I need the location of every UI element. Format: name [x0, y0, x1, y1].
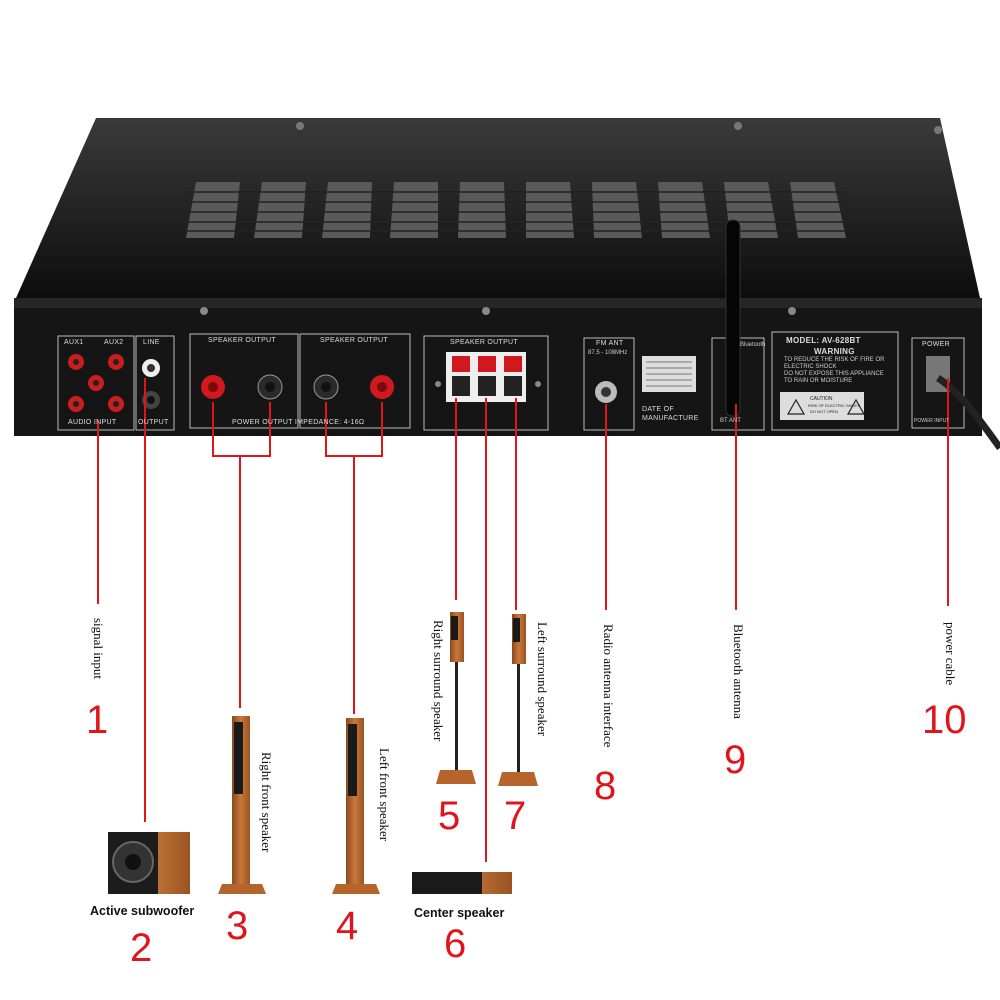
caution-line-3: DO NOT OPEN [810, 409, 838, 414]
date-of-manufacture-line-1: DATE OF [642, 406, 674, 413]
left-front-speaker-illustration [332, 718, 380, 894]
warning-text-line-3: DO NOT EXPOSE THIS APPLIANCE [784, 371, 884, 377]
callout-number-2: 2 [130, 926, 153, 970]
right-surround-speaker-caption: Right surround speaker [431, 620, 446, 742]
right-surround-speaker-illustration [436, 612, 476, 784]
callout-number-8: 8 [594, 764, 617, 808]
right-front-speaker-caption: Right front speaker [259, 752, 274, 853]
speaker-output-label-3: SPEAKER OUTPUT [450, 339, 518, 346]
subwoofer-illustration [108, 832, 190, 894]
callout-number-5: 5 [438, 794, 461, 838]
warning-text-line-2: ELECTRIC SHOCK [784, 364, 837, 370]
callout-number-9: 9 [724, 738, 747, 782]
callout-number-1: 1 [86, 698, 109, 742]
active-subwoofer-caption: Active subwoofer [90, 904, 195, 918]
callout-number-7: 7 [504, 794, 527, 838]
bluetooth-antenna-caption: Bluetooth antenna [731, 624, 746, 719]
fm-range-label: 87.5 - 108MHz [588, 350, 628, 356]
power-cable-caption: power cable [943, 622, 958, 686]
speaker-output-label-1: SPEAKER OUTPUT [208, 337, 276, 344]
line-label: LINE [143, 339, 160, 346]
warning-text-line-4: TO RAIN OR MOISTURE [784, 378, 853, 384]
impedance-label: POWER OUTPUT IMPEDANCE: 4-16Ω [232, 419, 365, 426]
rca-input-jacks [68, 354, 124, 412]
fm-ant-label: FM ANT [596, 340, 624, 347]
warning-text-line-1: TO REDUCE THE RISK OF FIRE OR [784, 357, 885, 363]
callout-number-10: 10 [922, 698, 967, 742]
power-cable [936, 375, 1000, 451]
output-label: OUTPUT [138, 419, 169, 426]
left-surround-speaker-caption: Left surround speaker [535, 622, 550, 737]
callout-number-3: 3 [226, 904, 249, 948]
date-of-manufacture-line-2: MANUFACTURE [642, 415, 699, 422]
caution-line-1: CAUTION [810, 396, 833, 402]
speaker-binding-posts [201, 374, 394, 400]
bluetooth-label: Bluetooth [740, 342, 766, 348]
bluetooth-antenna [725, 219, 741, 417]
left-surround-speaker-illustration [498, 614, 538, 786]
left-front-speaker-caption: Left front speaker [377, 748, 392, 842]
bt-ant-label: BT ANT [720, 418, 741, 424]
right-front-speaker-illustration [218, 716, 266, 894]
signal-input-caption: signal input [91, 618, 106, 680]
center-speaker-caption: Center speaker [414, 906, 505, 920]
warning-title: WARNING [814, 347, 855, 356]
callout-number-6: 6 [444, 922, 467, 966]
top-vents [186, 182, 846, 238]
speaker-output-label-2: SPEAKER OUTPUT [320, 337, 388, 344]
aux2-label: AUX2 [104, 339, 124, 346]
callout-lines [97, 378, 949, 862]
model-label: MODEL: AV-628BT [786, 336, 861, 345]
power-label: POWER [922, 341, 950, 348]
center-speaker-illustration [412, 872, 512, 894]
power-input-label: POWER INPUT [914, 418, 950, 424]
radio-antenna-interface-caption: Radio antenna interface [601, 624, 616, 748]
aux1-label: AUX1 [64, 339, 84, 346]
caution-line-2: RISK OF ELECTRIC SHOCK [808, 403, 861, 408]
callout-number-4: 4 [336, 904, 359, 948]
audio-input-label: AUDIO INPUT [68, 419, 117, 426]
